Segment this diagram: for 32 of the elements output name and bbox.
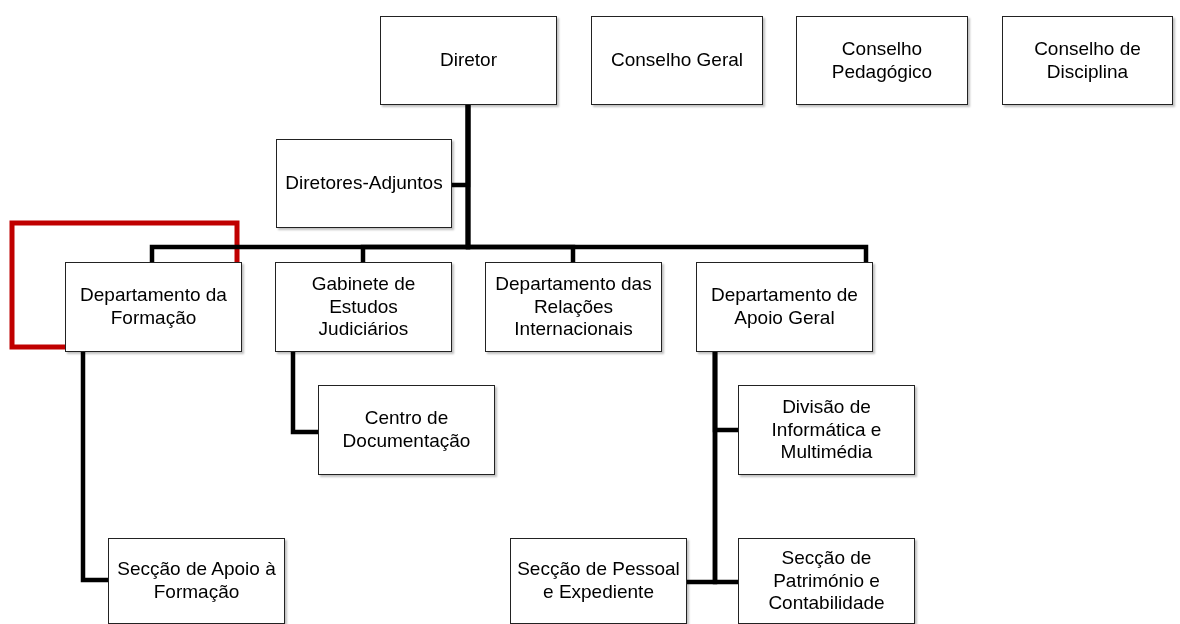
unit-name: Conselho Pedagógico: [830, 37, 934, 84]
unit-name: Conselho de Disciplina: [1033, 37, 1142, 84]
org-box: [276, 139, 452, 228]
unit-name: Divisão de Informática e Multimédia: [770, 395, 883, 465]
unit-name: Centro de Documentação: [341, 407, 472, 453]
unit-name: Secção de Património e Contabilidade: [767, 546, 886, 616]
unit-name: Diretor: [440, 49, 497, 72]
connector-line: [80, 352, 108, 583]
org-box: [738, 385, 915, 475]
connector-line: [290, 352, 318, 435]
unit-name: Diretores-Adjuntos: [285, 172, 443, 195]
unit-name: Departamento das Relações Internacionais: [494, 272, 653, 342]
org-box: [738, 538, 915, 624]
connector-line: [465, 105, 869, 262]
connector-line: [687, 352, 718, 585]
org-box: [591, 16, 763, 105]
org-box: [696, 262, 873, 352]
unit-name: Departamento da Formação: [79, 284, 228, 330]
org-box: [65, 262, 242, 352]
org-box: [1002, 16, 1173, 105]
unit-name: Gabinete de Estudos Judiciários: [310, 272, 417, 342]
org-box: [318, 385, 495, 475]
org-box: [485, 262, 662, 352]
unit-name: Departamento de Apoio Geral: [710, 284, 859, 330]
unit-name: Secção de Apoio à Formação: [116, 558, 277, 604]
org-box: [510, 538, 687, 624]
org-box: [796, 16, 968, 105]
unit-name: Conselho Geral: [611, 49, 743, 72]
org-box: [275, 262, 452, 352]
unit-name: Secção de Pessoal e Expediente: [517, 558, 680, 604]
org-box: [108, 538, 285, 624]
org-box: [380, 16, 557, 105]
